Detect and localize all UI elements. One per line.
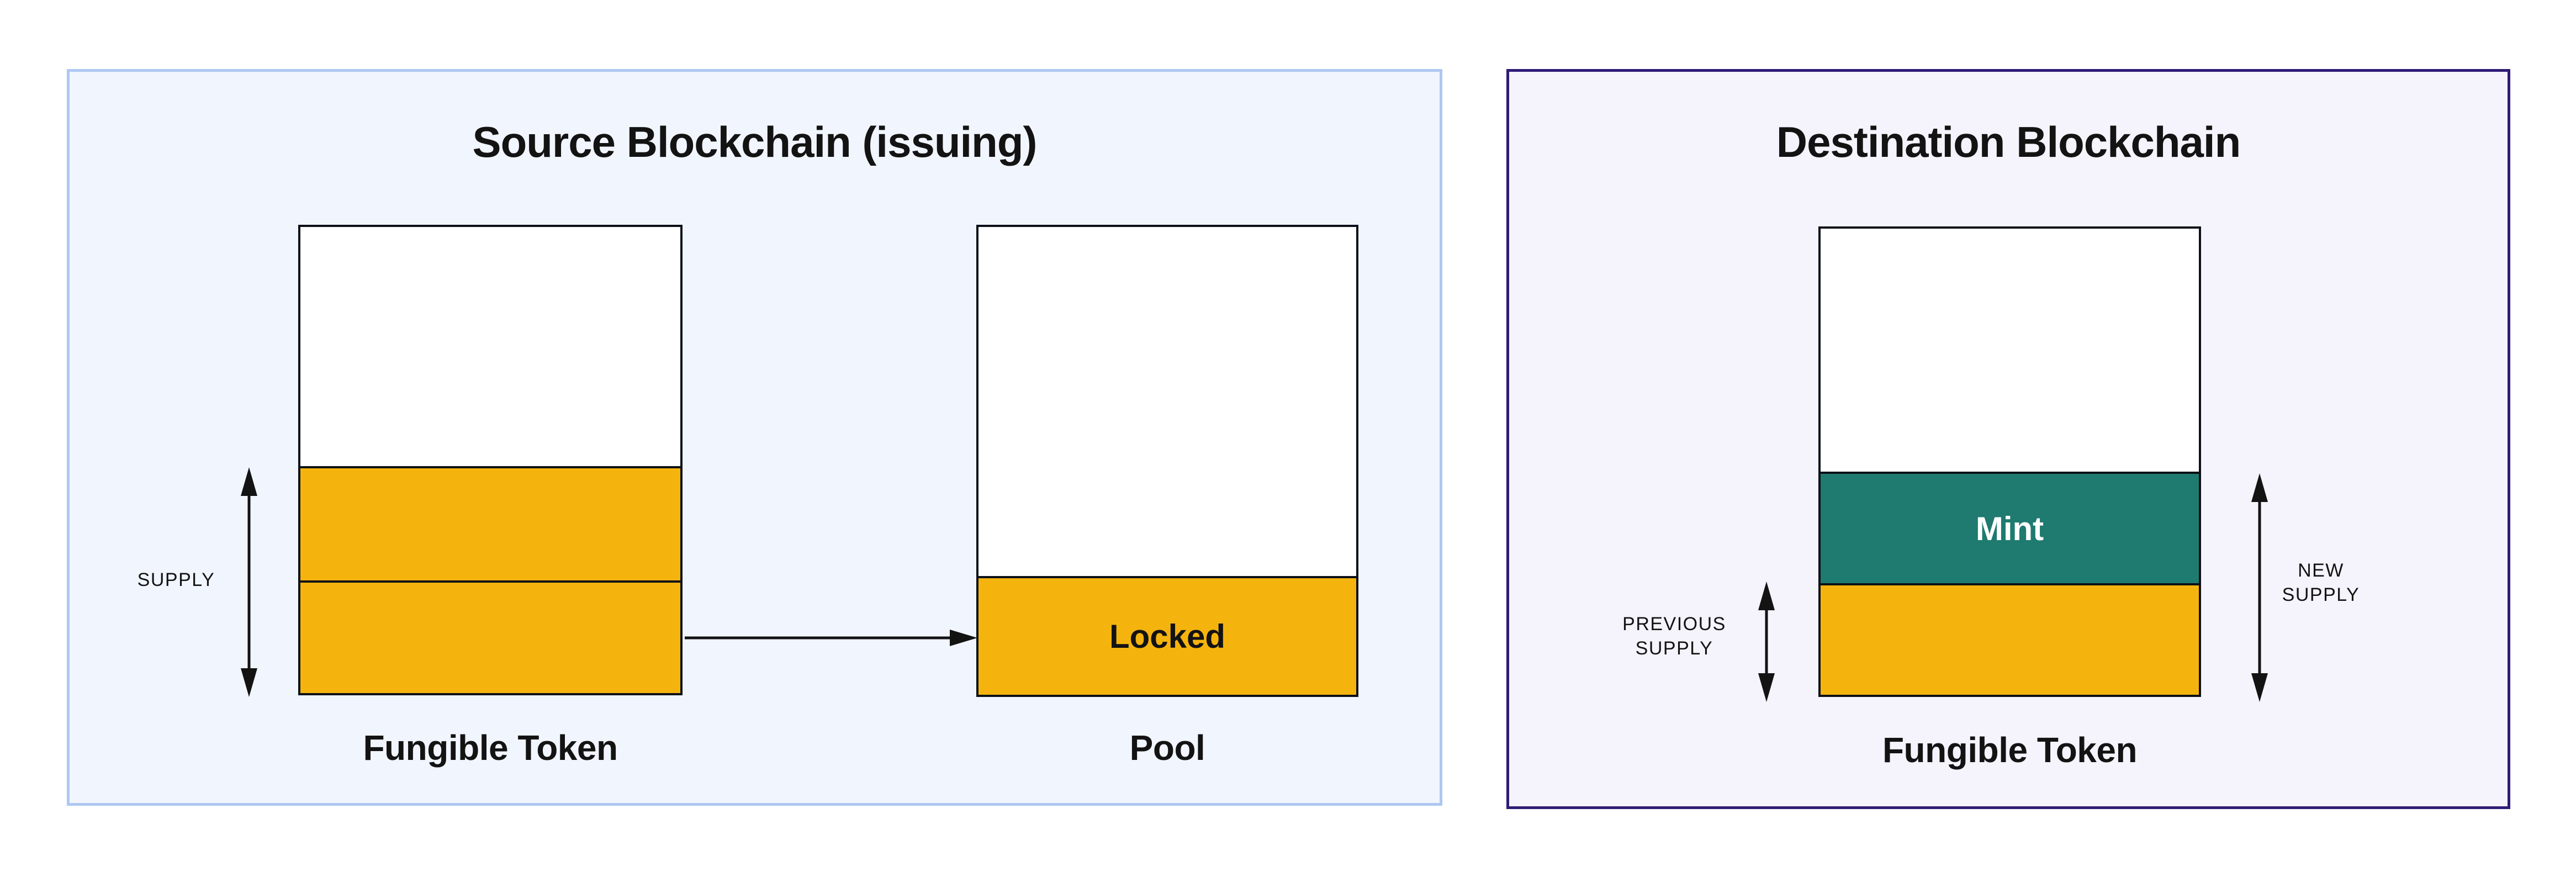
destination-fungible-token-bar: Mint	[1818, 226, 2201, 697]
mint-segment: Mint	[1821, 472, 2199, 583]
pool-unfilled-segment	[978, 227, 1356, 576]
supply-label: SUPPLY	[137, 569, 215, 590]
source-unfilled-segment	[300, 227, 680, 466]
new-supply-range-arrow-icon	[2251, 473, 2268, 702]
destination-previous-supply-segment	[1821, 583, 2199, 695]
supply-range-arrow-icon	[241, 467, 257, 697]
pool-bar: Locked	[976, 225, 1358, 697]
pool-caption: Pool	[1129, 728, 1205, 768]
source-supply-lower-segment	[300, 580, 680, 693]
locked-label: Locked	[1109, 618, 1226, 655]
destination-unfilled-segment	[1821, 229, 2199, 472]
destination-panel-title: Destination Blockchain	[1776, 118, 2241, 166]
source-panel-title: Source Blockchain (issuing)	[472, 118, 1038, 166]
mint-label: Mint	[1975, 510, 2044, 547]
source-token-caption: Fungible Token	[363, 728, 618, 768]
new-supply-label: NEW SUPPLY	[2282, 560, 2360, 605]
previous-supply-label: PREVIOUS SUPPLY	[1622, 614, 1726, 659]
source-fungible-token-bar	[298, 225, 683, 695]
source-blockchain-panel: Source Blockchain (issuing) SUPPLY Locke…	[67, 69, 1442, 806]
previous-supply-range-arrow-icon	[1758, 582, 1775, 702]
source-supply-upper-segment	[300, 466, 680, 580]
pool-locked-segment: Locked	[978, 576, 1356, 695]
lock-transfer-arrow-icon	[685, 630, 977, 646]
destination-token-caption: Fungible Token	[1882, 730, 2138, 770]
destination-blockchain-panel: Destination Blockchain Mint PREVIOUS SUP…	[1506, 69, 2510, 809]
